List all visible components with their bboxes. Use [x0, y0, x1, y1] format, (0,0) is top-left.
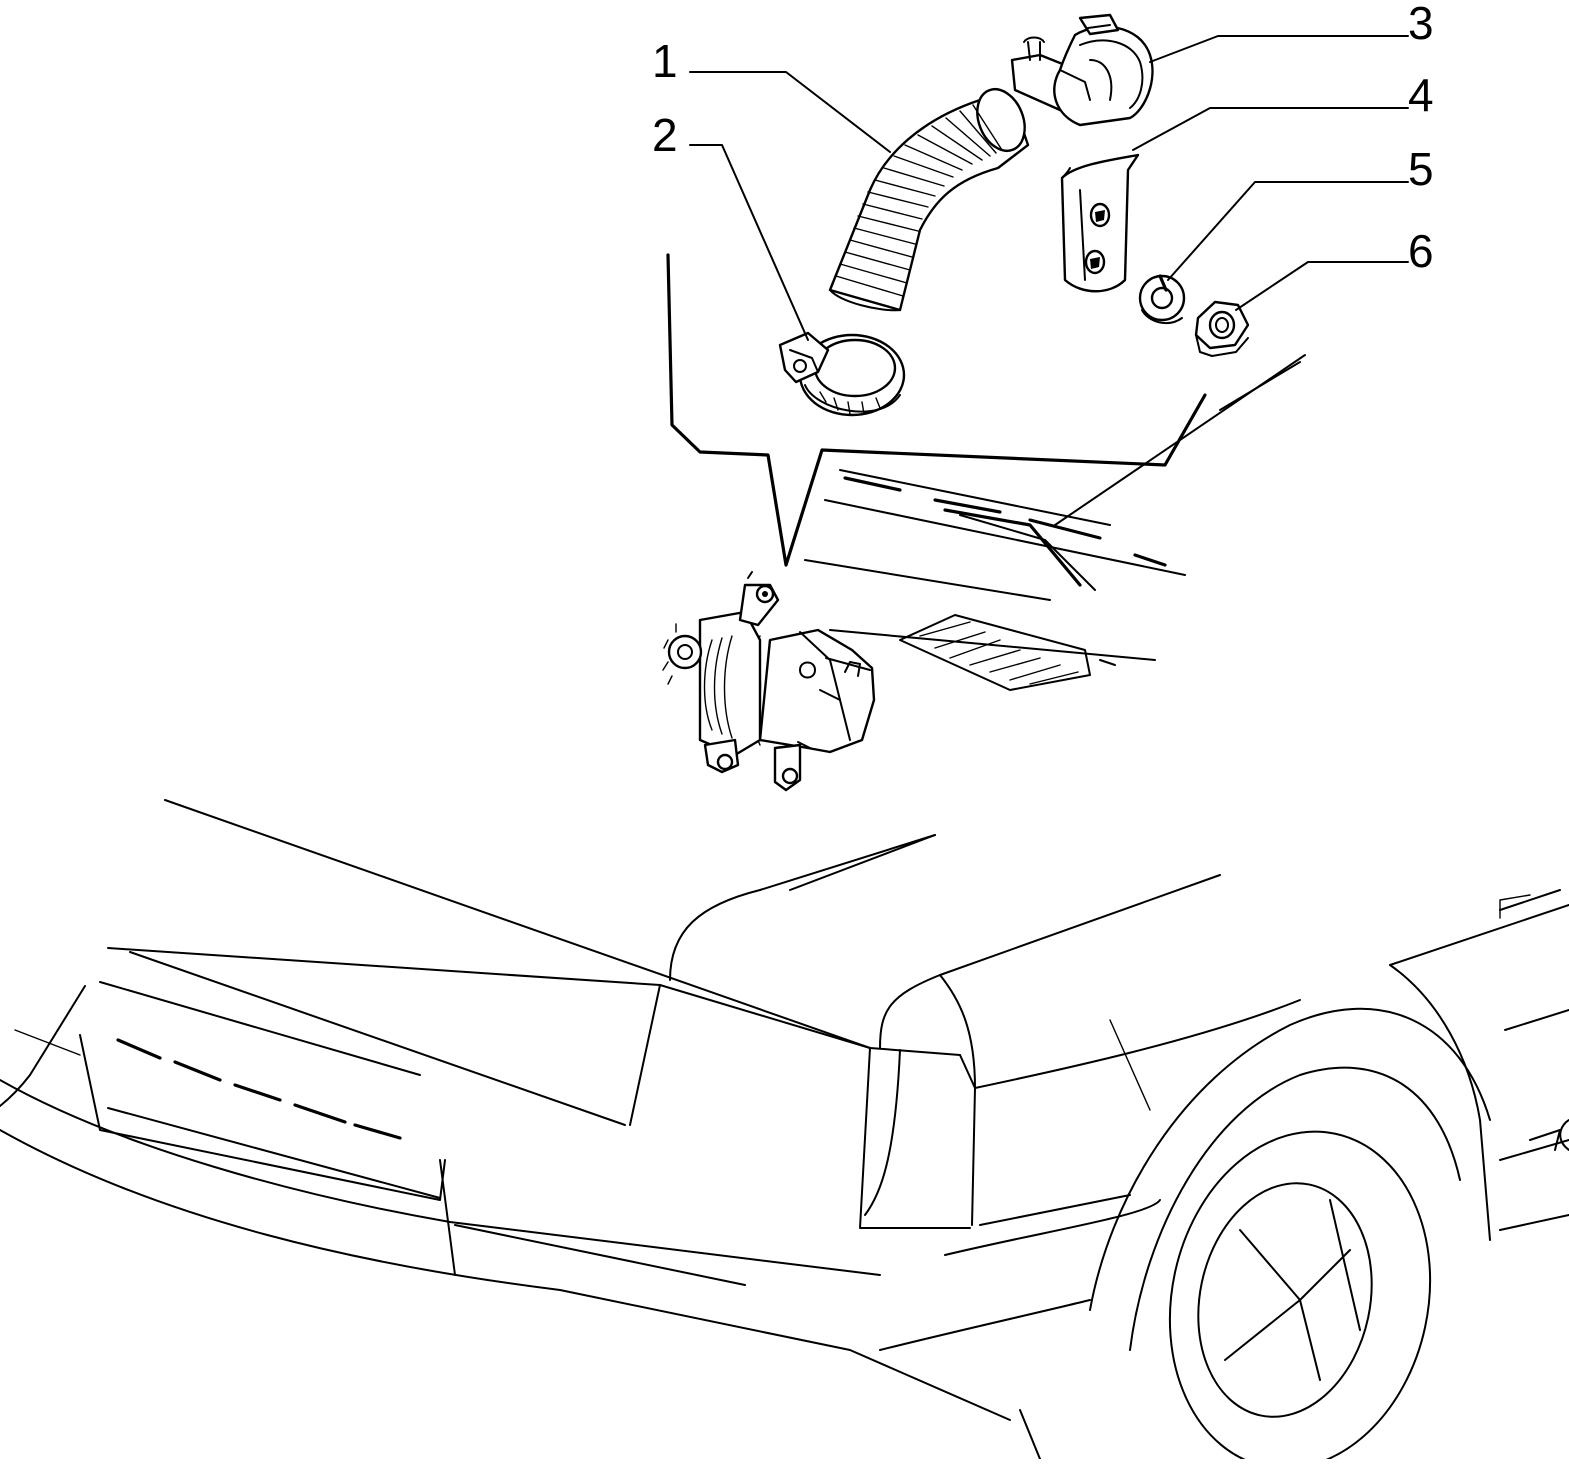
callout-5: 5 — [1408, 143, 1434, 195]
hose-clamp-drawing — [780, 333, 904, 415]
alternator-drawing — [663, 572, 874, 790]
hose-drawing — [830, 82, 1033, 310]
leader-line-6 — [1236, 262, 1408, 310]
bracket-drawing — [1062, 155, 1138, 291]
car-body-drawing — [0, 800, 1569, 1459]
pipe-clamp-drawing — [1012, 15, 1152, 125]
leader-line-2 — [690, 145, 808, 340]
callout-4: 4 — [1408, 69, 1434, 121]
callout-2: 2 — [652, 109, 678, 161]
washer-drawing — [1140, 276, 1184, 323]
leader-line-3 — [1150, 36, 1408, 62]
callout-3: 3 — [1408, 0, 1434, 49]
nut-drawing — [1196, 302, 1248, 356]
callout-1: 1 — [652, 35, 678, 87]
leader-line-4 — [1133, 108, 1408, 150]
leader-line-5 — [1168, 182, 1408, 280]
leader-line-1 — [690, 72, 890, 152]
leader-lines — [690, 36, 1408, 340]
callout-6: 6 — [1408, 225, 1434, 277]
engine-bay-drawing — [668, 255, 1305, 690]
